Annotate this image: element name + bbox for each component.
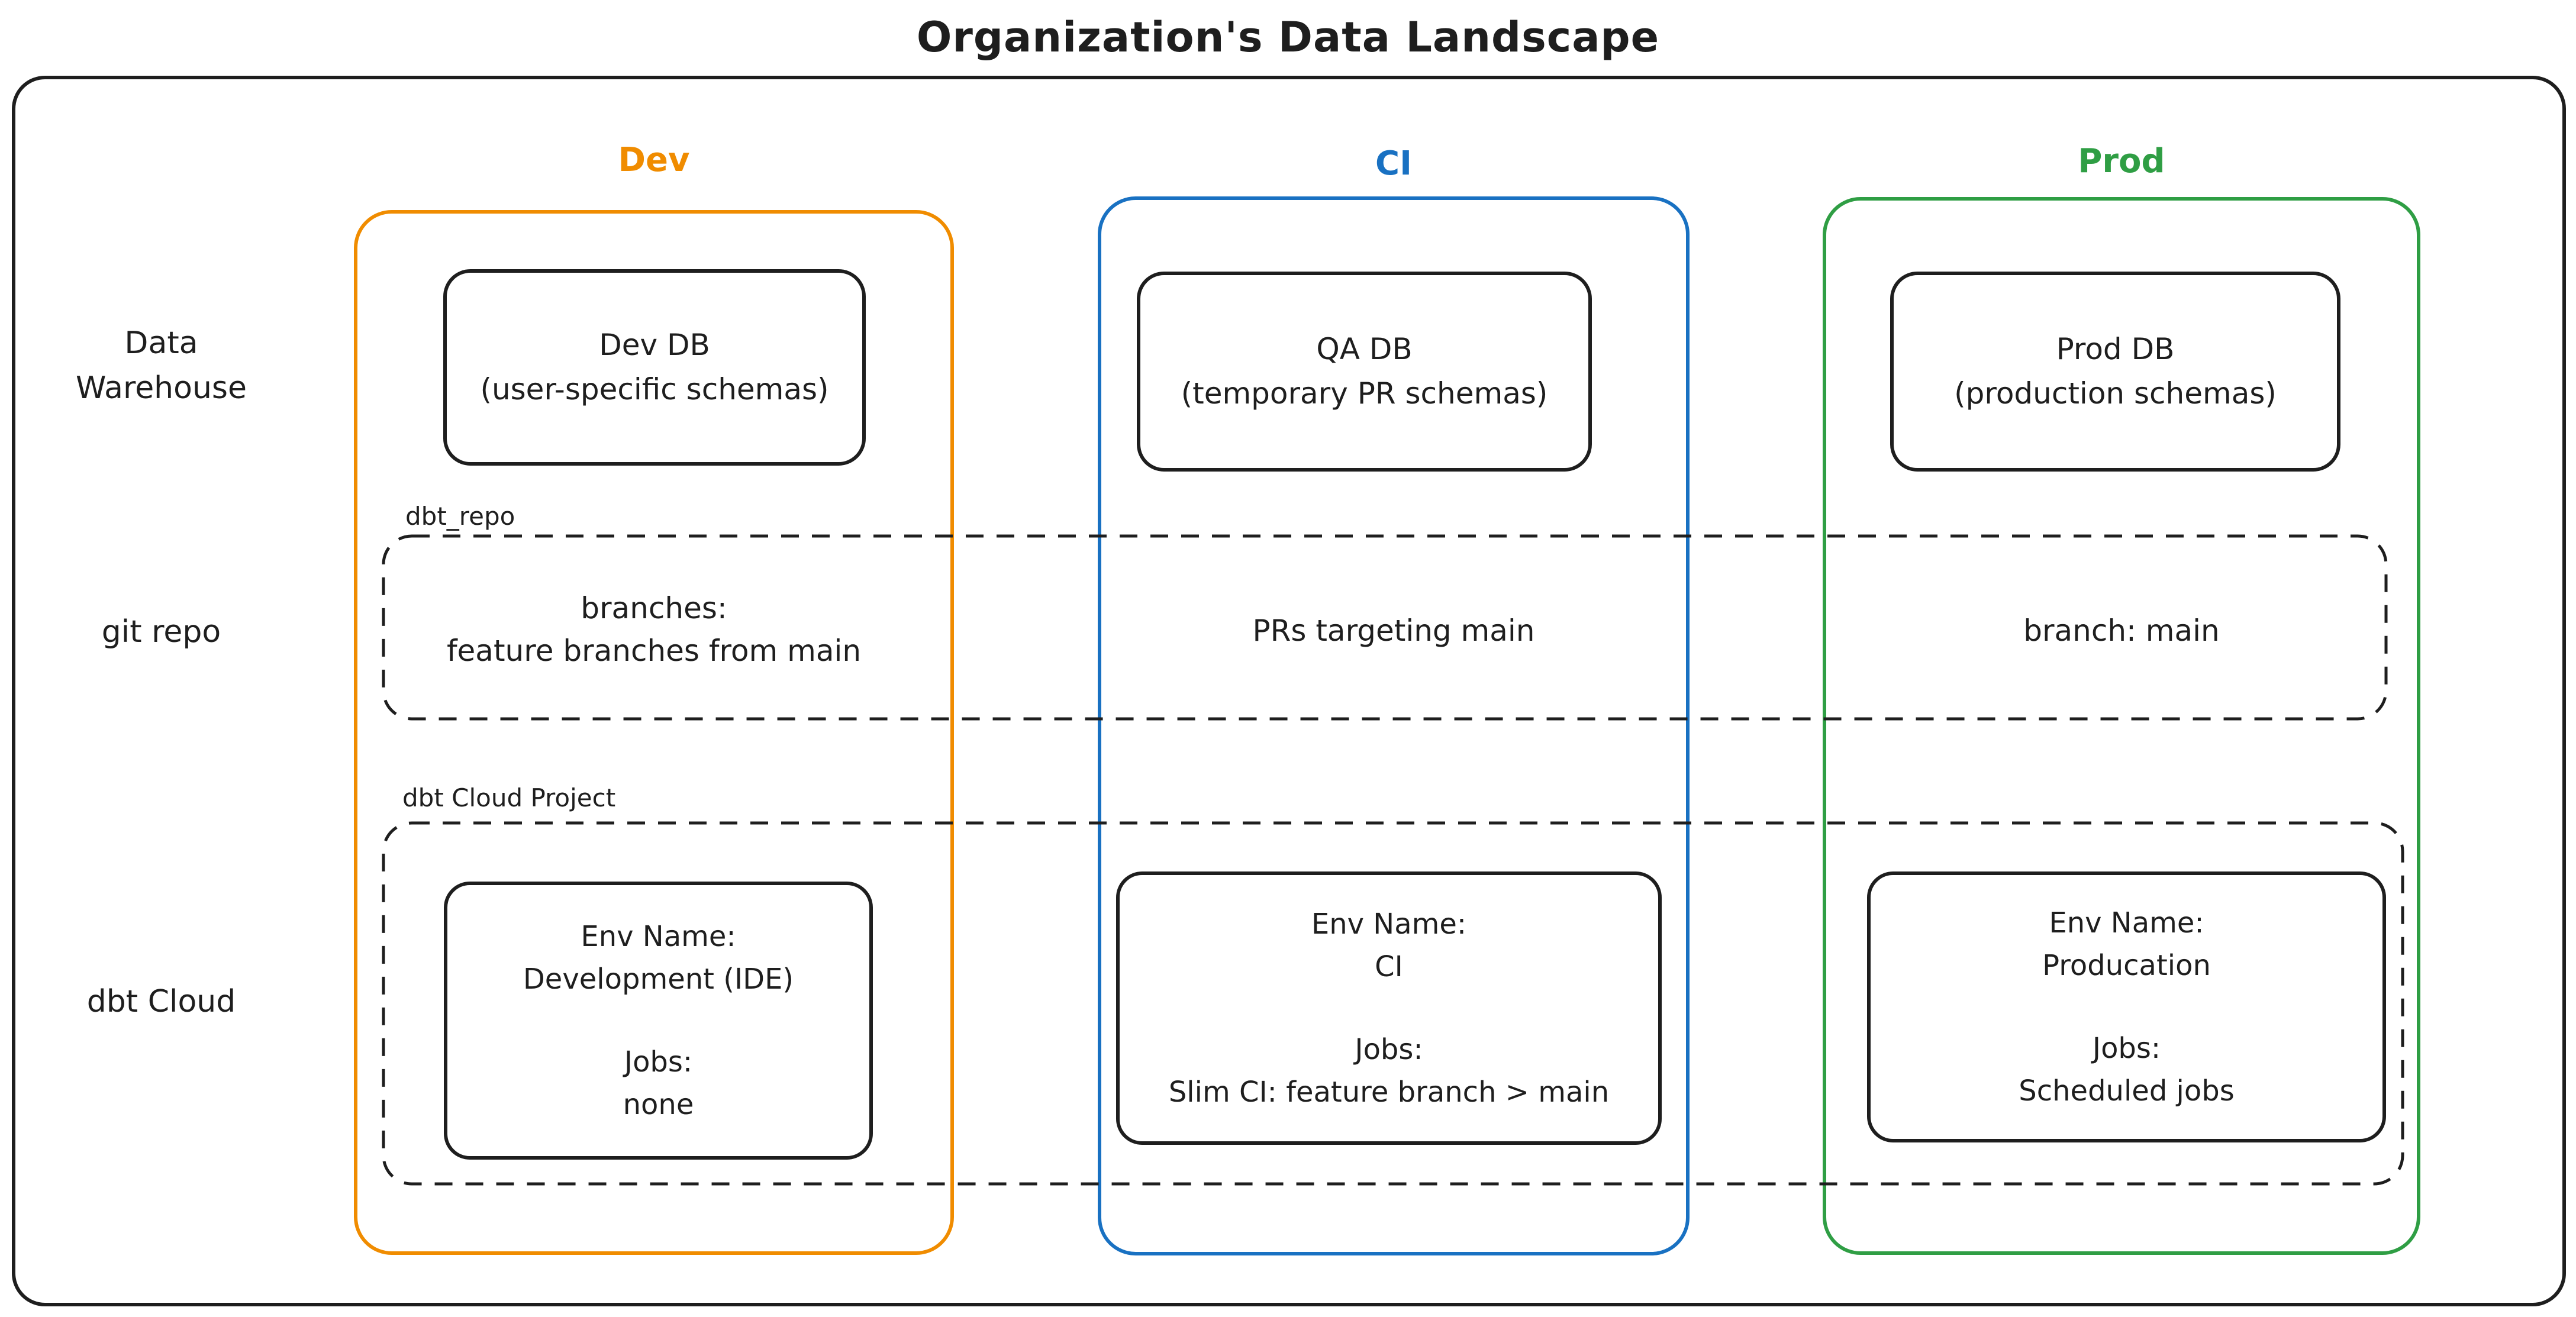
env-box-dev: Env Name: Development (IDE) Jobs: none bbox=[444, 882, 873, 1160]
env-ci-jobs-label: Jobs: bbox=[1355, 1033, 1423, 1066]
git-repo-box-label: dbt_repo bbox=[405, 502, 515, 531]
env-dev-name-label: Env Name: bbox=[581, 920, 736, 953]
git-text-prod: branch: main bbox=[2023, 614, 2220, 648]
env-ci-name: CI bbox=[1375, 950, 1403, 983]
env-prod-jobs-label: Jobs: bbox=[2092, 1032, 2161, 1065]
dev-db-box: Dev DB (user-specific schemas) bbox=[443, 269, 866, 466]
git-text-ci: PRs targeting main bbox=[1252, 614, 1535, 648]
row-label-data-warehouse: Data Warehouse bbox=[18, 321, 305, 411]
column-box-dev bbox=[354, 210, 954, 1255]
env-dev-jobs-label: Jobs: bbox=[624, 1045, 693, 1079]
row-label-dbt-cloud: dbt Cloud bbox=[86, 984, 236, 1019]
qa-db-title: QA DB bbox=[1316, 332, 1413, 366]
env-box-ci: Env Name: CI Jobs: Slim CI: feature bran… bbox=[1116, 871, 1662, 1145]
git-text-dev: branches: feature branches from main bbox=[354, 587, 954, 672]
column-header-ci: CI bbox=[1375, 144, 1412, 183]
dev-db-subtitle: (user-specific schemas) bbox=[480, 372, 829, 406]
env-dev-jobs: none bbox=[623, 1088, 694, 1121]
dev-db-title: Dev DB bbox=[599, 328, 710, 362]
qa-db-box: QA DB (temporary PR schemas) bbox=[1137, 272, 1592, 472]
row-label-data-warehouse-line1: Data bbox=[124, 325, 198, 361]
prod-db-title: Prod DB bbox=[2056, 332, 2175, 366]
page-title: Organization's Data Landscape bbox=[916, 13, 1660, 62]
git-text-dev-line2: feature branches from main bbox=[446, 634, 862, 668]
env-ci-jobs: Slim CI: feature branch > main bbox=[1168, 1076, 1610, 1109]
env-dev-name: Development (IDE) bbox=[523, 963, 794, 996]
git-text-dev-line1: branches: bbox=[581, 591, 727, 625]
qa-db-subtitle: (temporary PR schemas) bbox=[1181, 376, 1548, 411]
column-box-prod bbox=[1823, 197, 2420, 1255]
env-box-prod: Env Name: Producation Jobs: Scheduled jo… bbox=[1867, 871, 2386, 1142]
row-label-git-repo: git repo bbox=[101, 614, 221, 650]
env-ci-name-label: Env Name: bbox=[1311, 908, 1467, 941]
env-prod-jobs: Scheduled jobs bbox=[2019, 1074, 2235, 1108]
dbt-cloud-project-box-label: dbt Cloud Project bbox=[402, 783, 616, 812]
column-box-ci bbox=[1098, 196, 1690, 1255]
dbt-cloud-project-dashed-box bbox=[382, 821, 2404, 1186]
env-prod-name: Producation bbox=[2042, 949, 2211, 982]
outer-border-box bbox=[12, 76, 2566, 1306]
column-header-prod: Prod bbox=[2078, 142, 2165, 180]
column-header-dev: Dev bbox=[618, 141, 690, 179]
prod-db-subtitle: (production schemas) bbox=[1954, 376, 2277, 411]
prod-db-box: Prod DB (production schemas) bbox=[1890, 272, 2340, 472]
env-prod-name-label: Env Name: bbox=[2049, 906, 2204, 940]
row-label-data-warehouse-line2: Warehouse bbox=[76, 370, 247, 406]
